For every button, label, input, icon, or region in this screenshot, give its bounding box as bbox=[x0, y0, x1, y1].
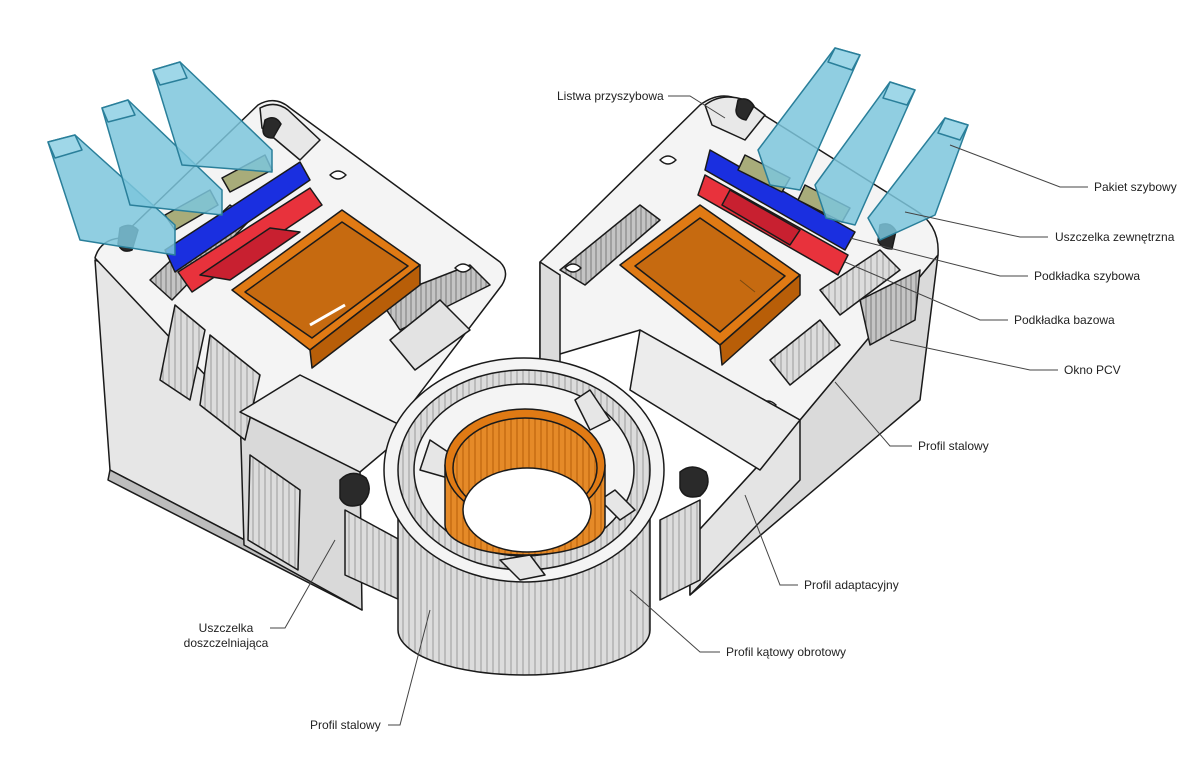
left-glass-panes bbox=[47, 61, 273, 256]
leader-okno bbox=[889, 339, 1058, 371]
label-uszczelka-line1: Uszczelka bbox=[198, 621, 254, 635]
label-profil-katowy-obrotowy: Profil kątowy obrotowy bbox=[726, 645, 847, 659]
leader-podkladka-szybowa bbox=[849, 237, 1028, 277]
rotating-corner-profile bbox=[383, 357, 665, 676]
leader-profil-katowy bbox=[629, 589, 720, 653]
corner-tube-opening bbox=[462, 467, 592, 553]
leader-profil-stalowy-b bbox=[388, 609, 431, 726]
label-profil-stalowy-bottom: Profil stalowy bbox=[310, 718, 381, 732]
leader-listwa bbox=[668, 95, 726, 119]
label-okno-pcv: Okno PCV bbox=[1064, 363, 1121, 377]
leader-lines bbox=[270, 95, 1088, 726]
label-profil-stalowy-right: Profil stalowy bbox=[918, 439, 989, 453]
left-window-profile bbox=[94, 99, 507, 611]
label-podkladka-bazowa: Podkładka bazowa bbox=[1014, 313, 1115, 327]
left-glazing-gasket-blue bbox=[164, 161, 311, 273]
label-uszczelka-doszczelniajaca: Uszczelka doszczelniająca bbox=[178, 621, 274, 651]
right-adapter-profile bbox=[629, 329, 801, 471]
label-pakiet-szybowy: Pakiet szybowy bbox=[1094, 180, 1177, 194]
label-listwa-przyszybowa: Listwa przyszybowa bbox=[557, 89, 664, 103]
label-podkladka-szybowa: Podkładka szybowa bbox=[1034, 269, 1141, 283]
label-profil-adaptacyjny: Profil adaptacyjny bbox=[804, 578, 899, 592]
label-uszczelka-zewnetrzna: Uszczelka zewnętrzna bbox=[1055, 230, 1175, 244]
leader-uszczelka-zew bbox=[904, 211, 1048, 238]
label-uszczelka-line2: doszczelniająca bbox=[183, 636, 269, 650]
leader-profil-adaptacyjny bbox=[744, 494, 798, 586]
right-glass-panes bbox=[757, 47, 969, 241]
leader-uszczelka-dosz bbox=[270, 539, 336, 629]
leader-podkladka-bazowa bbox=[844, 261, 1008, 321]
leader-profil-stalowy-r bbox=[834, 381, 912, 447]
leader-pakiet bbox=[949, 144, 1088, 188]
